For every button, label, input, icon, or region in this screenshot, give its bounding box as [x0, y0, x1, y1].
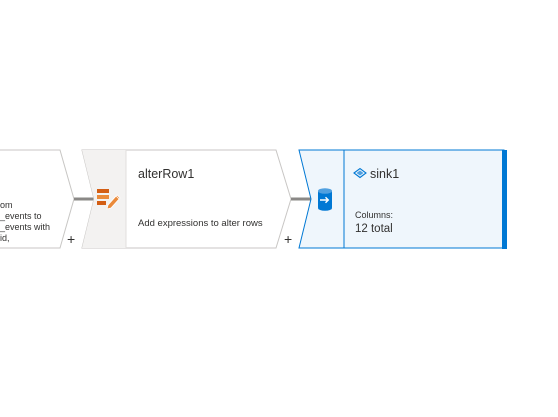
alter-row-icon	[97, 189, 121, 210]
alter-row-title: alterRow1	[138, 167, 195, 181]
add-transform-button-previous[interactable]: +	[67, 231, 76, 247]
alter-row-description: Add expressions to alter rows	[138, 218, 263, 229]
selected-node-edge	[502, 150, 507, 249]
add-transform-button-alterrow[interactable]: +	[284, 231, 293, 247]
sink-columns-value: 12 total	[355, 223, 393, 235]
sink-database-icon	[318, 188, 332, 211]
sink-node-shape[interactable]	[298, 149, 507, 249]
previous-transform-node[interactable]	[0, 149, 75, 249]
dataset-icon	[353, 167, 367, 179]
sink-title: sink1	[370, 167, 400, 181]
sink-columns-label: Columns:	[355, 210, 394, 220]
